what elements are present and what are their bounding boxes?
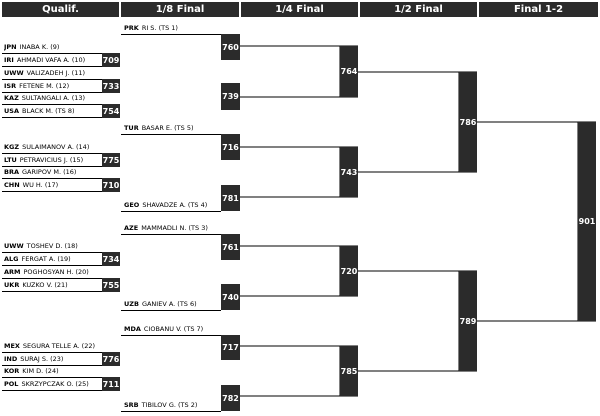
match-box: 782 (221, 385, 240, 411)
match-box: 786 (459, 72, 477, 172)
match-box: 740 (221, 284, 240, 310)
match-box: 711 (102, 377, 120, 391)
match-box: 760 (221, 34, 240, 60)
match-box: 764 (340, 46, 358, 97)
match-box: 755 (102, 278, 120, 292)
match-box: 776 (102, 352, 120, 366)
header-semi-final: 1/2 Final (360, 2, 477, 17)
match-box: 710 (102, 178, 120, 192)
header-qualif: Qualif. (2, 2, 119, 17)
match-box: 781 (221, 185, 240, 211)
match-box: 789 (459, 271, 477, 371)
match-box: 739 (221, 83, 240, 110)
header-final: Final 1-2 (479, 2, 598, 17)
match-box: 743 (340, 147, 358, 197)
match-box: 754 (102, 104, 120, 118)
match-box: 734 (102, 252, 120, 266)
match-box: 733 (102, 79, 120, 93)
final-match-box: 901 (578, 122, 596, 321)
header-eighth-final: 1/8 Final (121, 2, 239, 17)
match-box: 709 (102, 53, 120, 67)
match-box: 720 (340, 246, 358, 296)
match-box: 785 (340, 346, 358, 396)
match-box: 716 (221, 134, 240, 160)
match-box: 717 (221, 335, 240, 360)
header-quarter-final: 1/4 Final (241, 2, 358, 17)
match-box: 761 (221, 234, 240, 260)
match-box: 775 (102, 153, 120, 167)
